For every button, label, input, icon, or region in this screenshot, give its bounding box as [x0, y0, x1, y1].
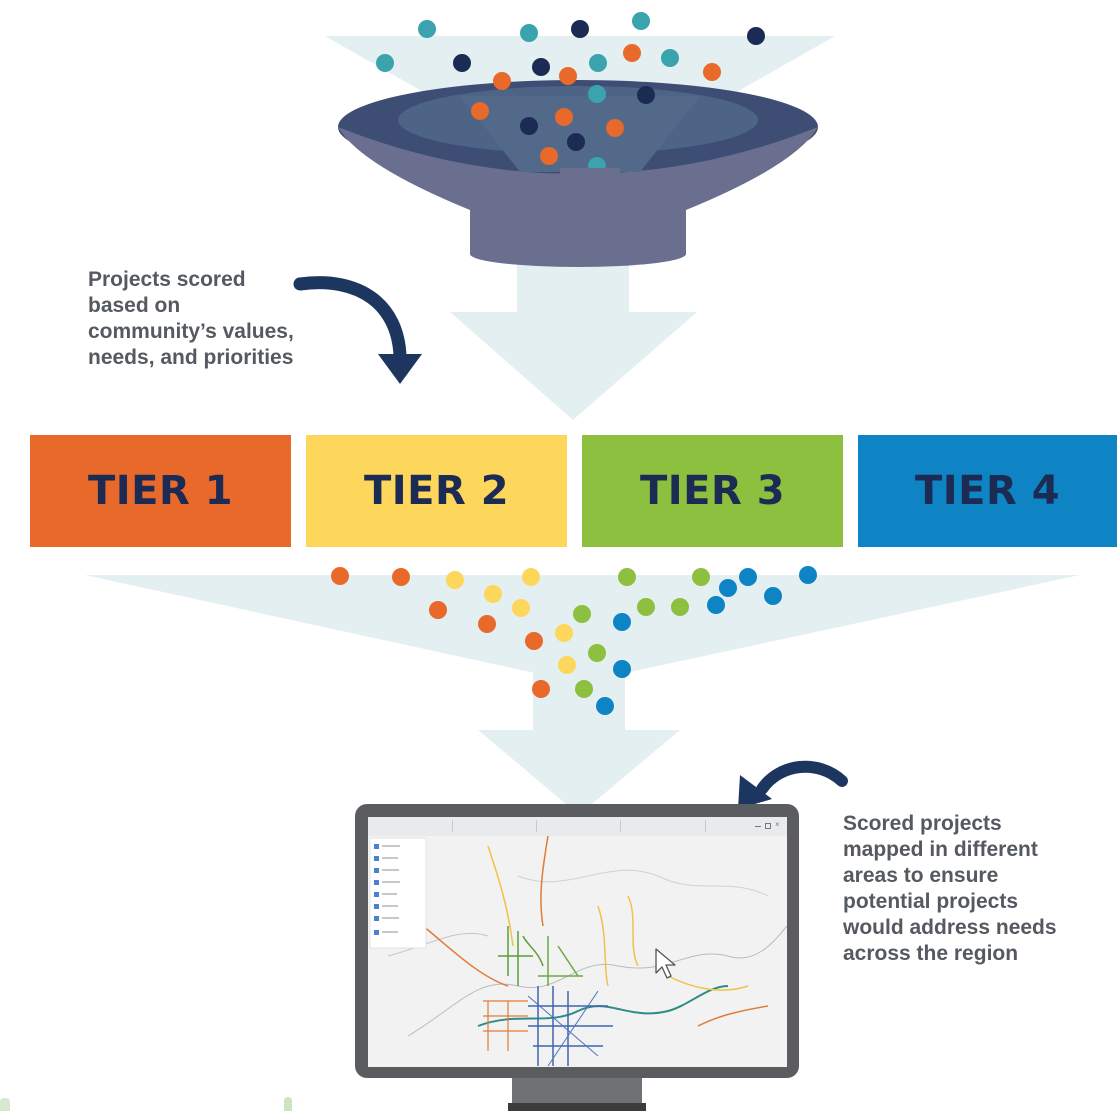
dot: [484, 585, 502, 603]
monitor-base: [508, 1103, 646, 1111]
dot: [618, 568, 636, 586]
tier-2: TIER 2: [306, 435, 567, 547]
scoring-caption: Projects scored based on community’s val…: [88, 267, 358, 371]
dot: [613, 613, 631, 631]
tier-label: TIER 3: [639, 468, 786, 514]
dot: [331, 567, 349, 585]
toolbar-divider: [452, 820, 453, 832]
dot: [623, 44, 641, 62]
dot: [520, 117, 538, 135]
window-minimize-icon[interactable]: [755, 826, 761, 827]
dot: [575, 680, 593, 698]
tier-1: TIER 1: [30, 435, 291, 547]
dot: [512, 599, 530, 617]
caption-line: based on: [88, 294, 181, 317]
funnel-mask: [560, 168, 620, 178]
dot: [692, 568, 710, 586]
dot: [555, 624, 573, 642]
tier-3: TIER 3: [582, 435, 843, 547]
dot: [532, 680, 550, 698]
cursor-arrow-icon: [655, 948, 676, 979]
dot: [376, 54, 394, 72]
window-close-icon[interactable]: ×: [775, 820, 780, 829]
tier-4: TIER 4: [858, 435, 1117, 547]
dot: [661, 49, 679, 67]
bottom-wedge: [85, 575, 1080, 672]
dot: [540, 147, 558, 165]
dot: [764, 587, 782, 605]
caption-line: needs, and priorities: [88, 346, 294, 369]
region-map: [368, 836, 787, 1067]
dot: [567, 133, 585, 151]
monitor-screen: ×: [368, 817, 787, 1067]
tier-label: TIER 2: [363, 468, 510, 514]
dot: [703, 63, 721, 81]
dot: [446, 571, 464, 589]
dot: [429, 601, 447, 619]
plant-fragment: [0, 1098, 10, 1111]
dot: [606, 119, 624, 137]
dot: [555, 108, 573, 126]
dot: [799, 566, 817, 584]
dot: [588, 644, 606, 662]
toolbar-divider: [620, 820, 621, 832]
funnel-stem-shaft: [517, 262, 629, 314]
output-dot-group: [331, 566, 817, 715]
caption-line: areas to ensure: [843, 864, 999, 887]
funnel-cone: [338, 127, 818, 210]
caption-line: across the region: [843, 942, 1019, 965]
dot: [588, 85, 606, 103]
dot: [571, 20, 589, 38]
toolbar-divider: [536, 820, 537, 832]
down-arrow-2: [478, 730, 680, 815]
toolbar-divider: [705, 820, 706, 832]
dot: [522, 568, 540, 586]
dot: [559, 67, 577, 85]
caption-line: Scored projects: [843, 812, 1002, 835]
dot: [520, 24, 538, 42]
curved-arrow-left-icon: [738, 760, 848, 809]
dot: [747, 27, 765, 45]
tier-label: TIER 4: [914, 468, 1061, 514]
dot: [589, 54, 607, 72]
dot: [573, 605, 591, 623]
dot: [493, 72, 511, 90]
dot: [558, 656, 576, 674]
dot: [719, 579, 737, 597]
dot: [739, 568, 757, 586]
dot: [613, 660, 631, 678]
dot: [596, 697, 614, 715]
dot: [471, 102, 489, 120]
curved-arrow-down-icon: [293, 276, 422, 384]
caption-line: potential projects: [843, 890, 1019, 913]
input-dot-group: [376, 12, 765, 175]
dot: [453, 54, 471, 72]
dot: [707, 596, 725, 614]
caption-line: Projects scored: [88, 268, 246, 291]
caption-line: mapped in different: [843, 838, 1038, 861]
dot: [392, 568, 410, 586]
dot: [637, 86, 655, 104]
dot: [525, 632, 543, 650]
dot: [478, 615, 496, 633]
down-arrow-1: [450, 312, 697, 420]
funnel-spout-base: [470, 241, 686, 267]
dot: [637, 598, 655, 616]
caption-line: would address needs: [843, 916, 1057, 939]
caption-line: community’s values,: [88, 320, 294, 343]
plant-fragment: [284, 1097, 292, 1111]
dot: [671, 598, 689, 616]
dot: [418, 20, 436, 38]
dot: [532, 58, 550, 76]
mapping-caption: Scored projects mapped in different area…: [843, 811, 1113, 967]
window-maximize-icon[interactable]: [765, 823, 771, 829]
dot: [632, 12, 650, 30]
tier-label: TIER 1: [87, 468, 234, 514]
app-toolbar: ×: [368, 817, 787, 837]
